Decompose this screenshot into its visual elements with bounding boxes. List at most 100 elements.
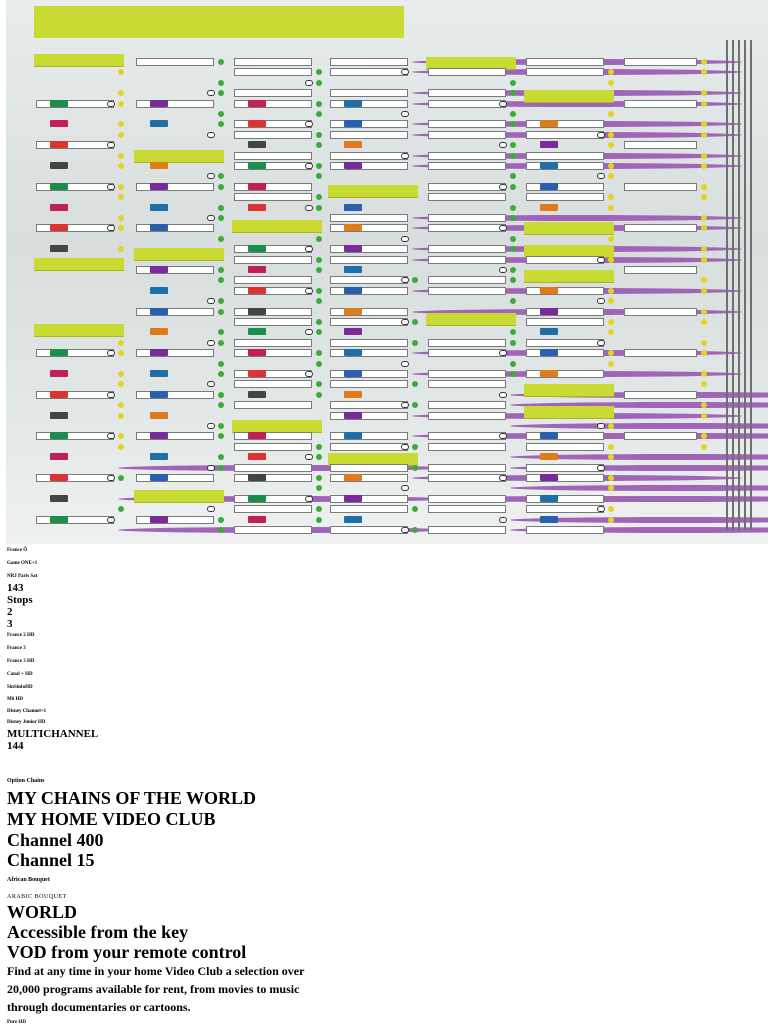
channel-row bbox=[136, 58, 214, 66]
channel-row bbox=[428, 99, 506, 108]
channel-row bbox=[330, 494, 408, 503]
availability-dot bbox=[701, 215, 707, 221]
channel-logo bbox=[540, 141, 558, 149]
hd-icon bbox=[207, 506, 215, 513]
hd-icon bbox=[499, 475, 507, 481]
channel-row bbox=[526, 130, 604, 139]
channel-row bbox=[234, 401, 312, 410]
availability-dot bbox=[118, 90, 124, 97]
availability-dot bbox=[218, 329, 224, 336]
availability-dot bbox=[316, 163, 322, 169]
channel-row bbox=[526, 349, 604, 358]
channel-row bbox=[234, 89, 312, 98]
hd-icon bbox=[305, 287, 313, 294]
channel-logo bbox=[50, 432, 68, 440]
availability-dot bbox=[118, 475, 124, 481]
availability-dot bbox=[510, 360, 516, 367]
hd-icon bbox=[107, 475, 115, 481]
hd-icon bbox=[107, 433, 115, 440]
availability-dot bbox=[510, 215, 516, 221]
channel-row bbox=[136, 349, 214, 358]
channel-logo bbox=[248, 328, 266, 336]
availability-dot bbox=[118, 183, 124, 190]
channel-row bbox=[136, 99, 214, 108]
channel-row bbox=[526, 526, 604, 534]
column-header bbox=[134, 490, 224, 503]
column-header bbox=[328, 185, 418, 198]
channel-row bbox=[234, 526, 312, 534]
channel-row bbox=[526, 120, 604, 129]
option-heading: MY CHAINS OF THE WORLD bbox=[7, 788, 257, 808]
availability-dot bbox=[316, 506, 322, 513]
availability-dot bbox=[118, 371, 124, 377]
hd-icon bbox=[401, 152, 409, 159]
channel-logo bbox=[344, 515, 362, 523]
availability-dot bbox=[701, 90, 707, 97]
availability-dot bbox=[316, 204, 322, 211]
availability-dot bbox=[510, 495, 768, 502]
channel-logo bbox=[344, 99, 362, 107]
channel-row bbox=[234, 58, 312, 66]
availability-dot bbox=[316, 360, 322, 367]
channel-row bbox=[330, 162, 408, 170]
hd-icon bbox=[107, 225, 115, 232]
channel-row bbox=[136, 432, 214, 441]
availability-dot bbox=[118, 246, 124, 253]
channel-logo bbox=[540, 286, 558, 294]
channel-row bbox=[330, 130, 408, 139]
availability-dot bbox=[218, 308, 224, 315]
availability-dot bbox=[510, 267, 516, 273]
channel-logo bbox=[248, 370, 266, 377]
hd-icon bbox=[499, 516, 507, 523]
channel-row bbox=[526, 432, 604, 441]
availability-dot bbox=[412, 277, 418, 284]
availability-dot bbox=[316, 142, 322, 149]
channel-row bbox=[526, 182, 604, 191]
channel-logo bbox=[248, 390, 266, 398]
hd-icon bbox=[401, 277, 409, 284]
availability-dot bbox=[316, 79, 322, 86]
availability-dot bbox=[118, 443, 124, 450]
channel-logo bbox=[150, 515, 168, 523]
availability-dot bbox=[701, 246, 707, 253]
channel-logo bbox=[50, 120, 68, 128]
hd-icon bbox=[305, 329, 313, 336]
channel-row bbox=[36, 182, 114, 191]
channel-logo bbox=[344, 266, 362, 273]
channel-logo bbox=[150, 411, 168, 419]
channel-logo bbox=[344, 162, 362, 169]
availability-dot bbox=[118, 121, 124, 128]
hd-icon bbox=[207, 215, 215, 221]
channel-label: Disney Junior HD bbox=[7, 720, 46, 725]
channel-row bbox=[330, 318, 408, 326]
channel-label: Stops bbox=[7, 594, 33, 606]
channel-row bbox=[330, 338, 408, 347]
availability-dot bbox=[608, 443, 614, 450]
channel-logo bbox=[540, 162, 558, 169]
channel-logo bbox=[248, 203, 266, 211]
availability-dot bbox=[118, 194, 124, 201]
bouquet-label: ARABIC BOUQUET bbox=[7, 894, 67, 900]
availability-dot bbox=[510, 329, 516, 336]
channel-row bbox=[428, 463, 506, 472]
channel-logo bbox=[344, 390, 362, 398]
channel-row bbox=[330, 151, 408, 160]
channel-row bbox=[330, 401, 408, 410]
availability-dot bbox=[701, 443, 707, 450]
hd-icon bbox=[207, 339, 215, 346]
column-header bbox=[232, 420, 322, 433]
channel-row bbox=[624, 141, 697, 150]
channel-row bbox=[526, 286, 604, 295]
channel-logo bbox=[150, 349, 168, 357]
hd-icon bbox=[401, 69, 409, 76]
channel-row bbox=[330, 307, 408, 316]
availability-dot bbox=[316, 298, 322, 305]
availability-dot bbox=[510, 339, 516, 346]
channel-row bbox=[624, 390, 697, 399]
availability-dot bbox=[218, 423, 224, 429]
channel-number: 144 bbox=[7, 740, 24, 752]
availability-dot bbox=[608, 69, 614, 76]
column-header bbox=[232, 220, 322, 233]
availability-dot bbox=[608, 485, 614, 492]
option-heading: Channel 15 bbox=[7, 850, 95, 870]
